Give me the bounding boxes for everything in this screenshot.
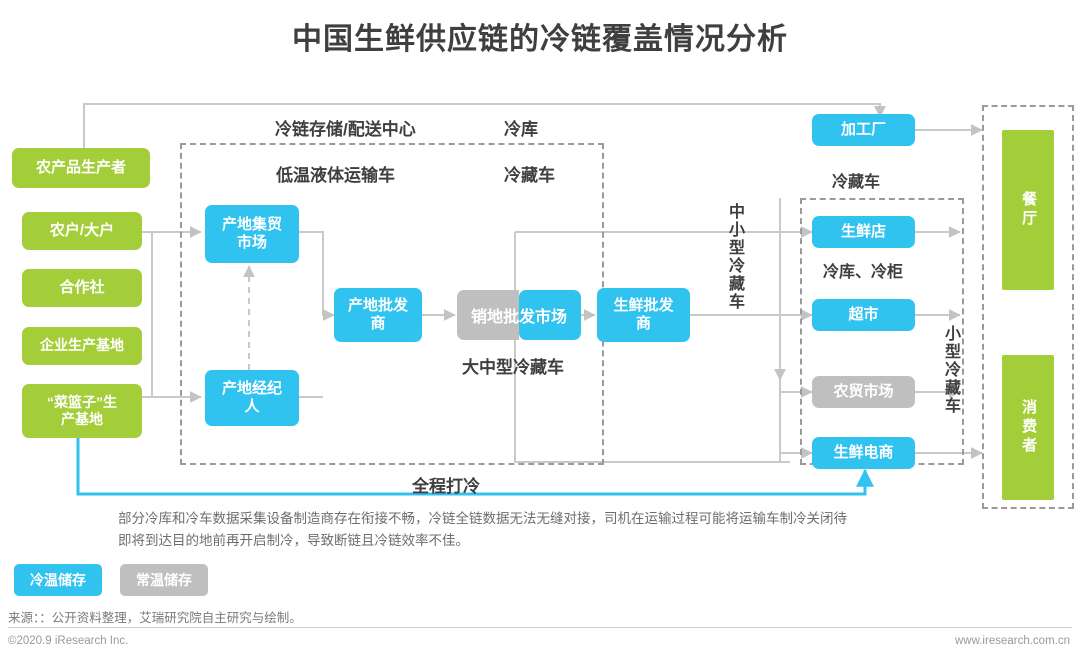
node-producer-vegetable-basket-base[interactable]: “菜篮子”生 产基地 [22, 384, 142, 438]
caption-refrigerated-truck-right: 冷藏车 [832, 174, 881, 191]
node-producer-coop[interactable]: 合作社 [22, 269, 142, 307]
source-note: 来源：：公开资料整理，艾瑞研究院自主研究与绘制。 [8, 611, 302, 625]
sales-market-label: 销地批发市场 [470, 309, 567, 326]
caption-full-cold-chain: 全程打冷 [412, 477, 480, 496]
node-origin-collect-market[interactable]: 产地集贸 市场 [205, 205, 299, 263]
node-fresh-ecommerce[interactable]: 生鲜电商 [812, 437, 915, 469]
node-producer-header[interactable]: 农产品生产者 [12, 148, 150, 188]
footnote-text: 部分冷库和冷车数据采集设备制造商存在衔接不畅，冷链全链数据无法无缝对接，司机在运… [118, 511, 847, 548]
legend: 冷温储存 常温储存 [14, 564, 208, 596]
node-origin-wholesaler[interactable]: 产地批发 商 [334, 288, 422, 342]
node-origin-broker[interactable]: 产地经纪 人 [205, 370, 299, 426]
node-supermarket[interactable]: 超市 [812, 299, 915, 331]
sales-market-cold-half [519, 290, 581, 340]
node-sales-wholesale-market[interactable]: 销地批发市场 [457, 290, 581, 340]
node-farmers-market[interactable]: 农贸市场 [812, 376, 915, 408]
caption-mid-small-refrigerated-truck: 中小型冷藏车 [726, 203, 743, 311]
sales-market-normal-half [457, 290, 519, 340]
caption-cold-warehouse-cabinet: 冷库、冷柜 [823, 264, 904, 281]
footer-copyright: ©2020.9 iResearch Inc. [8, 635, 129, 647]
page-title: 中国生鲜供应链的冷链覆盖情况分析 [292, 23, 788, 56]
caption-cold-warehouse: 冷库 [504, 120, 538, 139]
caption-small-refrigerated-truck: 小型冷藏车 [942, 325, 959, 415]
footer-divider [8, 627, 1072, 628]
node-fresh-store[interactable]: 生鲜店 [812, 216, 915, 248]
node-fresh-wholesaler[interactable]: 生鲜批发 商 [597, 288, 690, 342]
caption-low-temp-liquid-truck: 低温液体运输车 [276, 166, 395, 185]
legend-cold-storage[interactable]: 冷温储存 [14, 564, 102, 596]
node-restaurant[interactable]: 餐厅 [1002, 130, 1054, 290]
endpoint-region [982, 105, 1074, 509]
caption-cold-storage-center: 冷链存储/配送中心 [275, 120, 416, 139]
caption-refrigerated-truck-mid: 冷藏车 [504, 166, 555, 185]
node-consumer[interactable]: 消费者 [1002, 355, 1054, 500]
node-producer-enterprise-base[interactable]: 企业生产基地 [22, 327, 142, 365]
caption-big-mid-refrigerated-truck: 大中型冷藏车 [462, 358, 564, 377]
node-processing-factory[interactable]: 加工厂 [812, 114, 915, 146]
footer-website[interactable]: www.iresearch.com.cn [954, 635, 1070, 647]
legend-normal-storage[interactable]: 常温储存 [120, 564, 208, 596]
node-producer-farmer[interactable]: 农户/大户 [22, 212, 142, 250]
